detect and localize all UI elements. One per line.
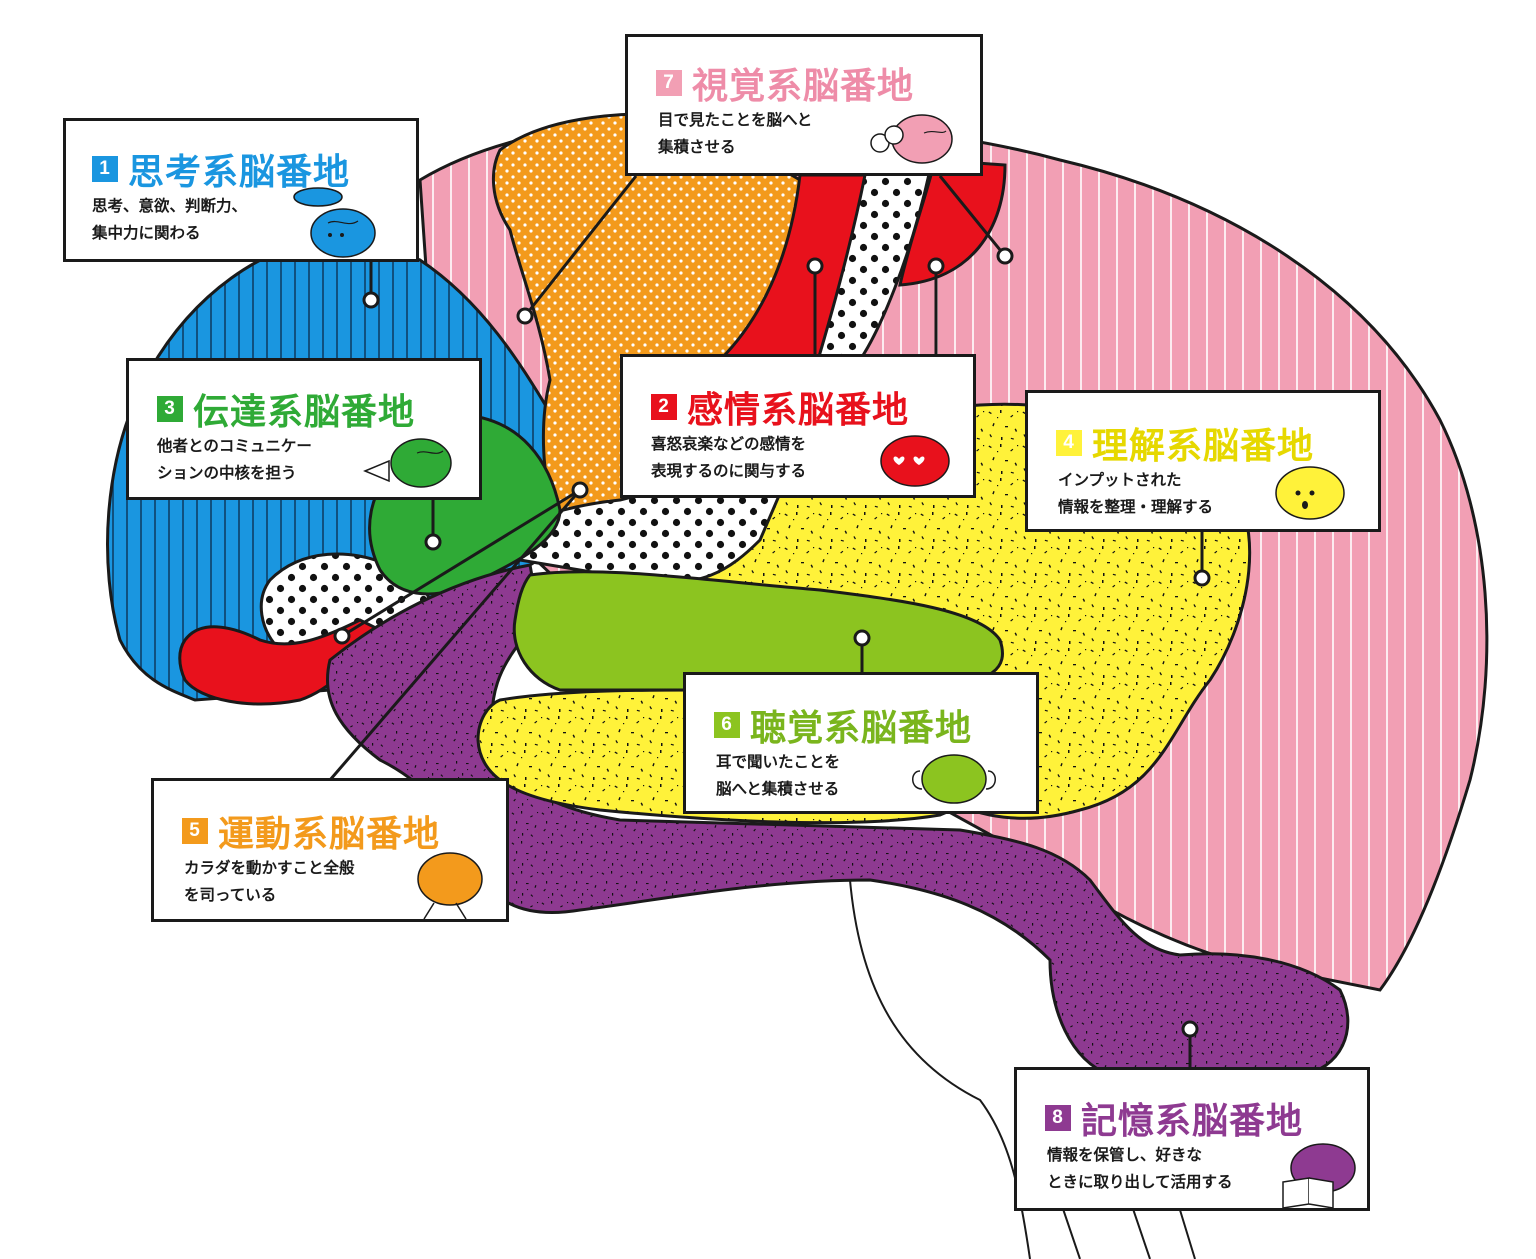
motor-area-box: 5 運動系脳番地 カラダを動かすこと全般 を司っている [151,778,509,922]
emotion-area-number: 2 [651,394,677,420]
motor-area-number: 5 [182,818,208,844]
hearing-area-description: 耳で聞いたことを 脳へと集積させる [716,749,840,803]
visual-area-title: 7 視覚系脳番地 [656,57,914,109]
communication-area-desc-line-2: ションの中核を担う [157,464,297,482]
thinking-area-title: 1 思考系脳番地 [92,143,350,195]
memory-area-description: 情報を保管し、好きな ときに取り出して活用する [1047,1142,1233,1196]
memory-area-desc-line-1: 情報を保管し、好きな [1047,1146,1203,1164]
emotion-area-title-text: 感情系脳番地 [687,390,910,431]
visual-area-title-text: 視覚系脳番地 [692,66,915,107]
hearing-region [512,570,1004,692]
heart-eyes-brain-icon [880,435,950,487]
communication-area-desc-line-1: 他者とのコミュニケー [157,437,312,455]
motor-area-title-text: 運動系脳番地 [218,814,441,855]
understanding-area-description: インプットされた 情報を整理・理解する [1058,467,1213,521]
megaphone-brain-icon [363,438,452,488]
visual-area-desc-line-2: 集積させる [658,138,736,156]
thinking-area-box: 1 思考系脳番地 思考、意欲、判断力、 集中力に関わる [63,118,419,262]
understanding-area-number: 4 [1056,430,1082,456]
hearing-area-number: 6 [714,712,740,738]
hearing-area-title: 6 聴覚系脳番地 [714,699,972,751]
understanding-area-title: 4 理解系脳番地 [1056,417,1314,469]
visual-area-description: 目で見たことを脳へと 集積させる [658,107,812,161]
visual-area-desc-line-1: 目で見たことを脳へと [658,111,813,129]
binoculars-brain-icon [870,114,953,164]
hearing-area-box: 6 聴覚系脳番地 耳で聞いたことを 脳へと集積させる [683,672,1039,814]
emotion-area-title: 2 感情系脳番地 [651,381,909,433]
reading-brain-icon [1282,1143,1356,1209]
motor-area-desc-line-1: カラダを動かすこと全般 [184,859,355,877]
thinking-area-desc-line-2: 集中力に関わる [92,224,201,242]
memory-area-title: 8 記憶系脳番地 [1045,1092,1303,1144]
thinking-area-number: 1 [92,156,118,182]
understanding-area-desc-line-1: インプットされた [1058,471,1182,489]
thinking-brain-icon [293,187,376,258]
leader-points [333,247,1211,1038]
hearing-area-desc-line-2: 脳へと集積させる [716,780,840,798]
motor-area-desc-line-2: を司っている [184,886,277,904]
communication-area-description: 他者とのコミュニケー ションの中核を担う [157,433,312,487]
emotion-area-description: 喜怒哀楽などの感情を 表現するのに関与する [651,431,806,485]
thinking-area-description: 思考、意欲、判断力、 集中力に関わる [92,193,247,247]
communication-area-number: 3 [157,396,183,422]
communication-area-title-text: 伝達系脳番地 [193,392,416,433]
emotion-area-desc-line-2: 表現するのに関与する [651,462,807,480]
understanding-area-title-text: 理解系脳番地 [1092,426,1315,467]
emotion-area-box: 2 感情系脳番地 喜怒哀楽などの感情を 表現するのに関与する [620,354,976,498]
memory-area-title-text: 記憶系脳番地 [1081,1101,1304,1142]
motor-area-title: 5 運動系脳番地 [182,805,440,857]
communication-area-title: 3 伝達系脳番地 [157,383,415,435]
hearing-area-title-text: 聴覚系脳番地 [750,708,973,749]
memory-area-number: 8 [1045,1105,1071,1131]
memory-area-box: 8 記憶系脳番地 情報を保管し、好きな ときに取り出して活用する [1014,1067,1370,1211]
ear-brain-icon [912,754,996,804]
brain-stem-outline [849,879,1196,1259]
visual-area-box: 7 視覚系脳番地 目で見たことを脳へと 集積させる [625,34,983,176]
running-brain-icon [417,852,483,920]
communication-area-box: 3 伝達系脳番地 他者とのコミュニケー ションの中核を担う [126,358,482,500]
memory-area-desc-line-2: ときに取り出して活用する [1047,1173,1233,1191]
leader-lines [328,175,1204,1068]
thinking-area-title-text: 思考系脳番地 [128,152,351,193]
emotion-area-desc-line-1: 喜怒哀楽などの感情を [651,435,807,453]
motor-area-description: カラダを動かすこと全般 を司っている [184,855,355,909]
thinking-area-desc-line-1: 思考、意欲、判断力、 [92,197,248,215]
surprised-brain-icon [1275,466,1345,520]
visual-area-number: 7 [656,70,682,96]
understanding-area-box: 4 理解系脳番地 インプットされた 情報を整理・理解する [1025,390,1381,532]
understanding-area-desc-line-2: 情報を整理・理解する [1058,498,1214,516]
hearing-area-desc-line-1: 耳で聞いたことを [716,753,841,771]
